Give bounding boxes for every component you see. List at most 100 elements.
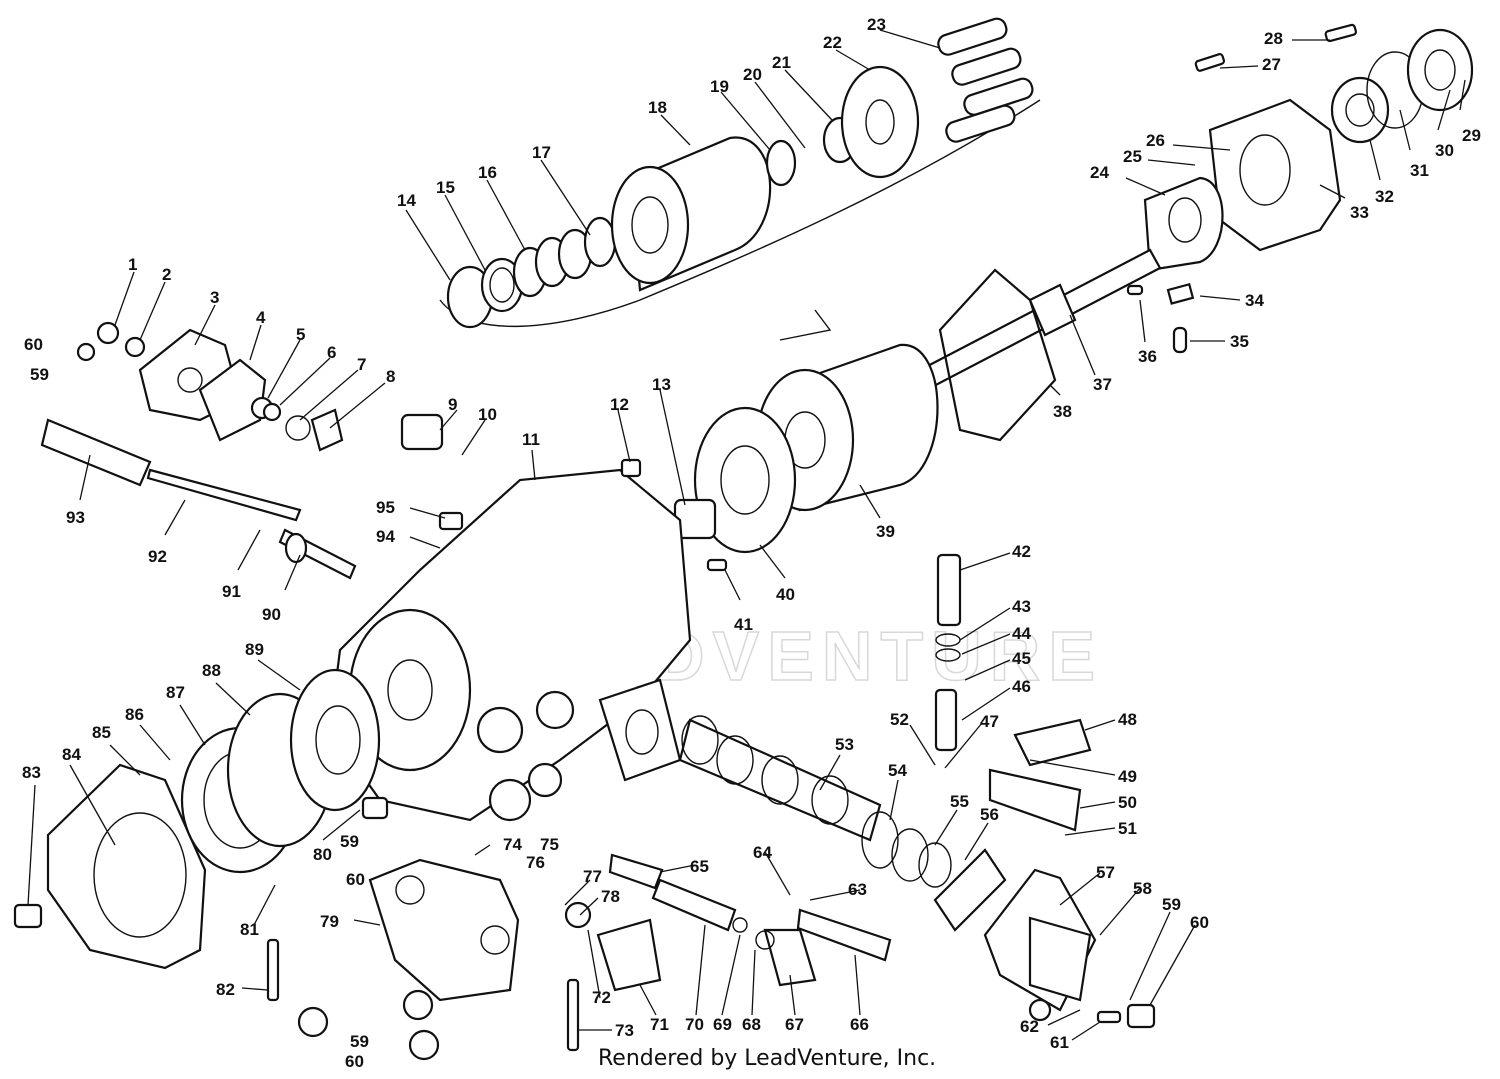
callout-58: 58 (1133, 879, 1152, 898)
callout-63: 63 (848, 880, 867, 899)
callout-17: 17 (532, 143, 551, 162)
callout-3: 3 (210, 288, 219, 307)
callout-21: 21 (772, 53, 791, 72)
callout-35: 35 (1230, 332, 1249, 351)
callout-1: 1 (128, 255, 137, 274)
callout-71: 71 (650, 1015, 669, 1034)
main-housing (328, 413, 692, 822)
callout-25: 25 (1123, 147, 1142, 166)
callout-5: 5 (296, 325, 305, 344)
callout-60-bottom: 60 (345, 1052, 364, 1071)
cylinder-housing (673, 343, 939, 572)
end-cover-group (1143, 23, 1474, 272)
callout-51: 51 (1118, 819, 1137, 838)
callout-83: 83 (22, 763, 41, 782)
lower-left-cover (13, 668, 389, 970)
callout-57: 57 (1096, 863, 1115, 882)
callout-13: 13 (652, 375, 671, 394)
callout-60-top-left: 60 (24, 335, 43, 354)
leader-lines (27, 29, 1466, 1041)
callout-64: 64 (753, 843, 772, 862)
callout-22: 22 (823, 33, 842, 52)
spool-group (678, 715, 952, 888)
callout-95: 95 (376, 498, 395, 517)
callout-85: 85 (92, 723, 111, 742)
callout-20: 20 (743, 65, 762, 84)
callout-84: 84 (62, 745, 81, 764)
callout-56: 56 (980, 805, 999, 824)
callout-50: 50 (1118, 793, 1137, 812)
callout-16: 16 (478, 163, 497, 182)
rotating-group (439, 17, 1041, 341)
callout-6: 6 (327, 343, 336, 362)
callout-28: 28 (1264, 29, 1283, 48)
callout-2: 2 (162, 265, 171, 284)
callout-59-top-left: 59 (30, 365, 49, 384)
callout-62: 62 (1020, 1017, 1039, 1036)
callout-14: 14 (397, 191, 416, 210)
callout-8: 8 (386, 367, 395, 386)
pistons (937, 17, 1034, 143)
drive-shaft (918, 248, 1195, 442)
callout-32: 32 (1375, 187, 1394, 206)
callout-66: 66 (850, 1015, 869, 1034)
callout-61: 61 (1050, 1033, 1069, 1052)
callout-76: 76 (526, 853, 545, 872)
callout-68: 68 (742, 1015, 761, 1034)
callout-60-right: 60 (1190, 913, 1209, 932)
callout-30: 30 (1435, 141, 1454, 160)
callout-48: 48 (1118, 710, 1137, 729)
callout-4: 4 (256, 308, 266, 327)
callout-9: 9 (448, 395, 457, 414)
callout-82: 82 (216, 980, 235, 999)
callout-44: 44 (1012, 624, 1031, 643)
callout-72: 72 (592, 988, 611, 1007)
callout-47: 47 (980, 712, 999, 731)
callout-52: 52 (890, 710, 909, 729)
callout-53: 53 (835, 735, 854, 754)
callout-73: 73 (615, 1021, 634, 1040)
callout-87: 87 (166, 683, 185, 702)
callout-67: 67 (785, 1015, 804, 1034)
callout-86: 86 (125, 705, 144, 724)
callout-11: 11 (522, 430, 540, 449)
callout-43: 43 (1012, 597, 1031, 616)
callout-42: 42 (1012, 542, 1031, 561)
callout-93: 93 (66, 508, 85, 527)
callout-18: 18 (648, 98, 667, 117)
callout-65: 65 (690, 857, 709, 876)
callout-80: 80 (313, 845, 332, 864)
callout-34: 34 (1245, 291, 1264, 310)
callout-59-right: 59 (1162, 895, 1181, 914)
callout-60-mid: 60 (346, 870, 365, 889)
callout-79: 79 (320, 912, 339, 931)
left-valve-group (40, 321, 357, 580)
callout-90: 90 (262, 605, 281, 624)
callout-77: 77 (583, 867, 602, 886)
callout-23: 23 (867, 15, 886, 34)
callout-55: 55 (950, 792, 969, 811)
callout-81: 81 (240, 920, 259, 939)
callout-46: 46 (1012, 677, 1031, 696)
callout-91: 91 (222, 582, 241, 601)
callout-74: 74 (503, 835, 522, 854)
callout-75: 75 (540, 835, 559, 854)
callout-89: 89 (245, 640, 264, 659)
callout-27: 27 (1262, 55, 1281, 74)
callout-24: 24 (1090, 163, 1109, 182)
callout-45: 45 (1012, 649, 1031, 668)
callout-59-bottom: 59 (350, 1032, 369, 1051)
callout-54: 54 (888, 761, 907, 780)
callout-49: 49 (1118, 767, 1137, 786)
right-lower-group (763, 553, 1156, 1029)
callout-88: 88 (202, 661, 221, 680)
callout-15: 15 (436, 178, 455, 197)
valve-block (266, 858, 580, 1061)
callout-7: 7 (357, 355, 366, 374)
relief-valve-group (564, 853, 775, 992)
callout-70: 70 (685, 1015, 704, 1034)
callout-78: 78 (601, 887, 620, 906)
callout-29: 29 (1462, 126, 1481, 145)
callout-labels: 1 2 3 4 5 6 7 8 9 10 11 12 13 14 15 16 1… (22, 15, 1481, 1071)
